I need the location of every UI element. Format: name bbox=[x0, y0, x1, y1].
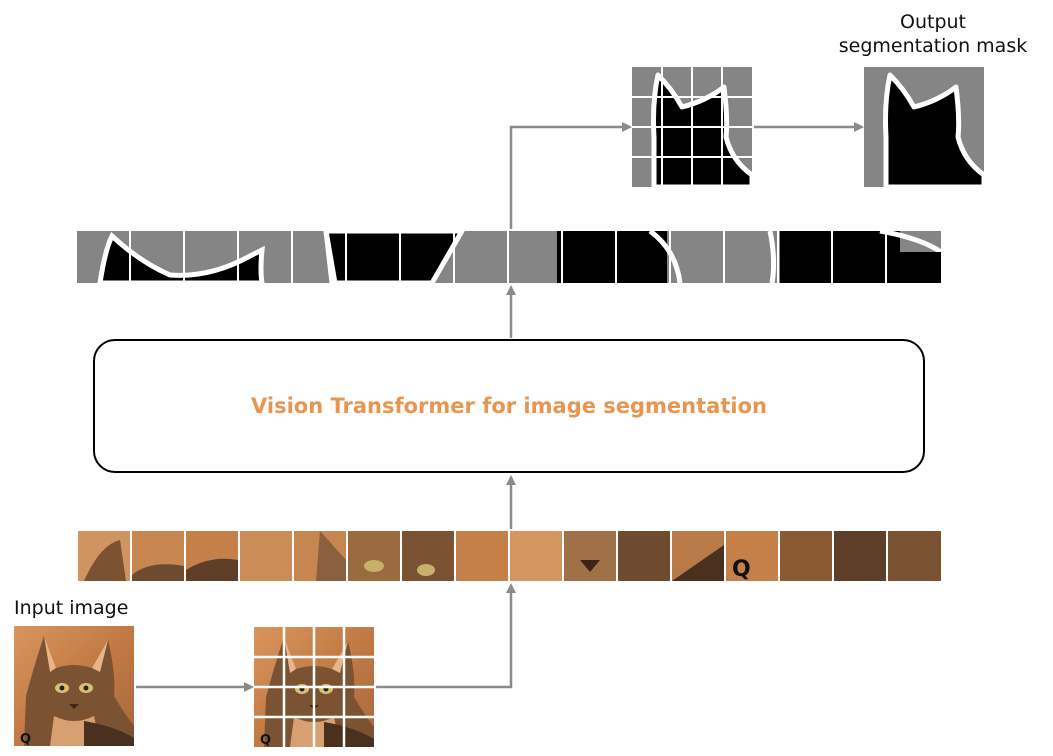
vision-transformer-block: Vision Transformer for image segmentatio… bbox=[93, 339, 925, 473]
output-patch-sequence bbox=[77, 228, 943, 286]
patch-14 bbox=[780, 531, 832, 581]
svg-text:Q: Q bbox=[732, 557, 751, 582]
patch-15 bbox=[834, 531, 886, 581]
output-label-line1: Output bbox=[900, 11, 966, 33]
patch-grid-lines bbox=[254, 627, 374, 747]
patch-10 bbox=[564, 531, 616, 581]
output-segmentation-mask bbox=[864, 67, 984, 187]
patch-4 bbox=[240, 531, 292, 581]
output-label-line2: segmentation mask bbox=[838, 35, 1028, 57]
input-image bbox=[14, 626, 134, 746]
output-mask-label: Output segmentation mask bbox=[820, 10, 1046, 58]
patched-output-mask bbox=[632, 67, 752, 187]
input-patch-sequence: Q bbox=[78, 531, 941, 582]
model-label: Vision Transformer for image segmentatio… bbox=[251, 394, 767, 418]
patch-13 bbox=[726, 531, 778, 581]
patch-16 bbox=[888, 531, 941, 581]
input-image-label: Input image bbox=[14, 597, 129, 619]
patch-6 bbox=[348, 531, 400, 581]
patch-8 bbox=[456, 531, 508, 581]
arrow-patches-to-sequence bbox=[376, 583, 516, 689]
patch-11 bbox=[618, 531, 670, 581]
patched-input-image bbox=[254, 627, 374, 748]
arrow-output-sequence-to-patched-mask bbox=[509, 122, 632, 229]
patch-9 bbox=[510, 531, 562, 581]
arrows bbox=[136, 122, 864, 692]
